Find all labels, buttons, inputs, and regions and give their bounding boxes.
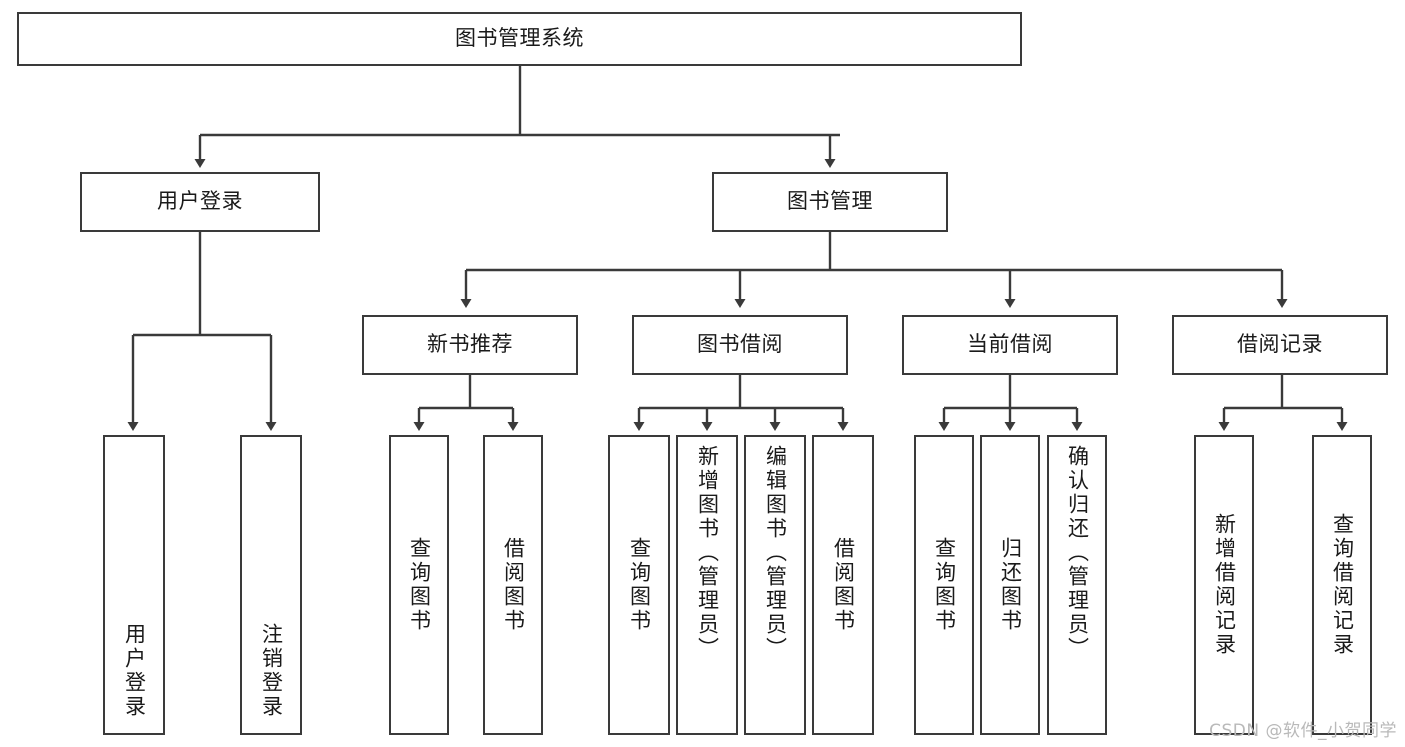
node-leaf-edit-book-label: 编辑图书（管理员） — [763, 445, 788, 661]
node-leaf-query-book-1[interactable]: 查询图书 — [389, 435, 449, 735]
node-leaf-query-record[interactable]: 查询借阅记录 — [1312, 435, 1372, 735]
node-user-login[interactable]: 用户登录 — [80, 172, 320, 232]
node-root-label: 图书管理系统 — [455, 26, 584, 51]
node-leaf-borrow-book-1[interactable]: 借阅图书 — [483, 435, 543, 735]
node-new-book-recommend[interactable]: 新书推荐 — [362, 315, 578, 375]
node-leaf-borrow-book-2-label: 借阅图书 — [831, 537, 856, 633]
node-leaf-add-book[interactable]: 新增图书（管理员） — [676, 435, 738, 735]
node-leaf-query-book-3-label: 查询图书 — [932, 537, 957, 633]
node-leaf-user-logout-label: 注销登录 — [259, 623, 284, 719]
node-leaf-confirm-return-label: 确认归还（管理员） — [1065, 445, 1090, 661]
node-book-manage[interactable]: 图书管理 — [712, 172, 948, 232]
node-leaf-return-book[interactable]: 归还图书 — [980, 435, 1040, 735]
node-leaf-query-book-2[interactable]: 查询图书 — [608, 435, 670, 735]
node-leaf-add-record-label: 新增借阅记录 — [1212, 513, 1237, 657]
node-leaf-edit-book[interactable]: 编辑图书（管理员） — [744, 435, 806, 735]
node-leaf-add-book-label: 新增图书（管理员） — [695, 445, 720, 661]
node-leaf-confirm-return[interactable]: 确认归还（管理员） — [1047, 435, 1107, 735]
node-borrow-record[interactable]: 借阅记录 — [1172, 315, 1388, 375]
watermark-text: CSDN @软件_小贺同学 — [1209, 721, 1397, 741]
node-leaf-query-book-1-label: 查询图书 — [407, 537, 432, 633]
node-book-borrow[interactable]: 图书借阅 — [632, 315, 848, 375]
node-leaf-add-record[interactable]: 新增借阅记录 — [1194, 435, 1254, 735]
node-leaf-return-book-label: 归还图书 — [998, 537, 1023, 633]
node-leaf-borrow-book-2[interactable]: 借阅图书 — [812, 435, 874, 735]
node-book-borrow-label: 图书借阅 — [697, 332, 783, 357]
node-leaf-user-login[interactable]: 用户登录 — [103, 435, 165, 735]
node-root[interactable]: 图书管理系统 — [17, 12, 1022, 66]
node-leaf-query-book-3[interactable]: 查询图书 — [914, 435, 974, 735]
node-book-manage-label: 图书管理 — [787, 189, 873, 214]
node-leaf-user-login-label: 用户登录 — [122, 623, 147, 719]
node-leaf-user-logout[interactable]: 注销登录 — [240, 435, 302, 735]
node-new-book-recommend-label: 新书推荐 — [427, 332, 513, 357]
node-borrow-record-label: 借阅记录 — [1237, 332, 1323, 357]
node-user-login-label: 用户登录 — [157, 189, 243, 214]
node-leaf-borrow-book-1-label: 借阅图书 — [501, 537, 526, 633]
node-leaf-query-book-2-label: 查询图书 — [627, 537, 652, 633]
node-current-borrow[interactable]: 当前借阅 — [902, 315, 1118, 375]
node-leaf-query-record-label: 查询借阅记录 — [1330, 513, 1355, 657]
node-current-borrow-label: 当前借阅 — [967, 332, 1053, 357]
